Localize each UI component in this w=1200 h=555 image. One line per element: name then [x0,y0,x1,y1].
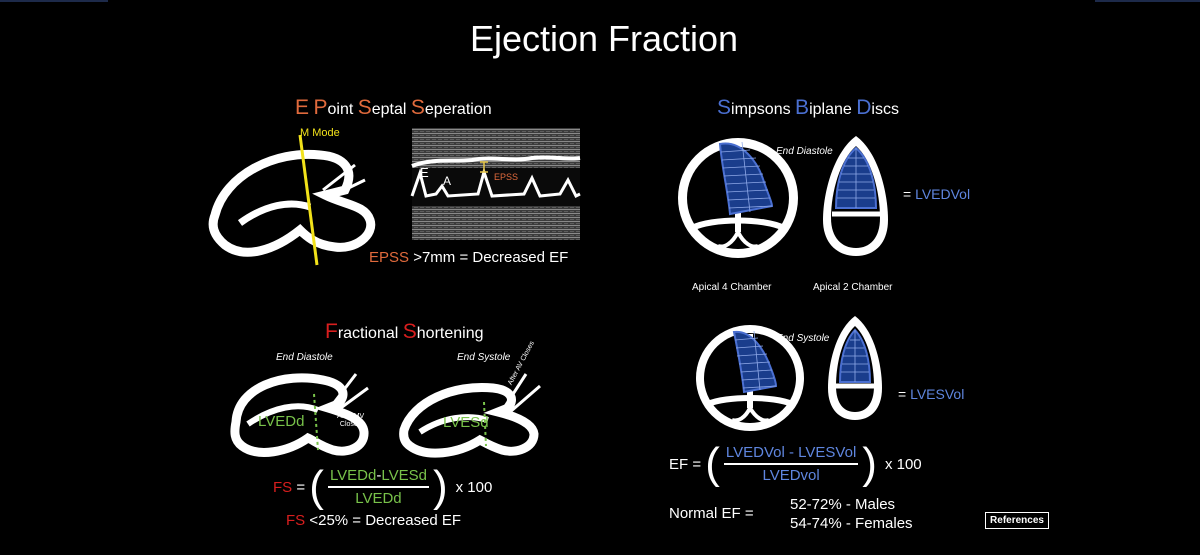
mmode-trace-image [410,128,581,240]
simpson-end-diastole-label: End Diastole [776,146,833,157]
fs-criterion-rest: <25% = Decreased EF [305,512,462,529]
fs-formula-lhs: FS [273,478,293,496]
fs-numerator-b: LVESd [381,467,427,484]
fs-numerator-a: LVEDd [329,467,377,484]
lvesvol-label: LVESVol [910,386,965,402]
simpson-heading-rest-1: iplane [809,101,857,118]
lvedvol-equals: = [903,186,916,202]
ef-formula-lhs: EF = [669,455,706,473]
apical2-systole-heart [828,316,882,420]
simpson-heading-letter-s: S [717,96,732,119]
fs-heading: Fractional Shortening [325,320,483,344]
simpson-heading-letter-d: D [856,96,872,119]
trace-e-label: E [420,165,429,180]
trace-epss-label: EPSS [494,172,519,182]
epss-heading: E Point Septal Seperation [295,96,492,120]
after-mv-closes-label: After MV Closes [337,413,364,429]
lvedd-label: LVEDd [258,413,305,430]
fs-heading-letter-f: F [325,320,338,343]
simpson-heading: Simpsons Biplane Discs [717,96,899,120]
ef-formula: EF = ( LVEDVol - LVESVol LVEDvol ) x 100 [669,442,922,486]
lvesvol-equals: = [898,386,911,402]
lvedvol-label: LVEDVol [915,186,971,202]
normal-ef-females: 54-74% - Females [790,515,913,532]
after-mv-line1: After MV [337,413,365,420]
simpson-heading-letter-b: B [795,96,810,119]
after-mv-line2: Closes [339,421,362,428]
fs-heading-letter-s: S [402,320,417,343]
trace-a-label: A [443,174,452,188]
plax-heart-diagram [208,134,376,266]
apical4-label: Apical 4 Chamber [692,282,772,293]
apical4-diastole-heart [678,138,798,258]
ef-numerator: LVEDVol - LVESVol [725,444,857,461]
epss-heading-letter-p: P [313,96,328,119]
epss-heading-letter-s2: S [410,96,425,119]
ef-formula-left-paren: ( [705,439,720,488]
ef-fraction-bar [723,463,859,465]
simpson-end-systole-label: End Systole [776,333,830,344]
fs-formula-numerator: LVEDd-LVESd [328,467,429,486]
ef-formula-right-paren: ) [862,439,877,488]
top-right-accent [1095,0,1200,2]
apical2-systole-discs [838,328,872,383]
ef-formula-fraction: LVEDVol - LVESVol LVEDvol [720,444,862,484]
lvedvol-eq: = LVEDVol [903,186,970,202]
fs-numerator-minus: - [376,467,382,484]
epss-criterion: EPSS >7mm = Decreased EF [369,249,568,266]
end-diastole-heart [230,373,369,457]
fs-criterion: FS <25% = Decreased EF [286,512,461,529]
epss-heading-rest-2: eptal [371,101,411,118]
fs-end-systole-label: End Systole [457,352,511,363]
lvesvol-eq: = LVESVol [898,386,964,402]
fs-formula-left-paren: ( [309,462,324,511]
fs-formula-right-paren: ) [432,462,448,511]
normal-ef-males: 52-72% - Males [790,496,896,513]
top-left-accent [0,0,108,2]
fs-end-diastole-label: End Diastole [276,352,333,363]
apical2-label: Apical 2 Chamber [813,282,893,293]
ef-denominator: LVEDvol [762,467,820,484]
apical2-diastole-discs [834,146,878,209]
apical2-diastole-heart [823,136,888,256]
fs-heading-rest-0: ractional [337,325,403,342]
fs-denominator: LVEDd [355,490,402,507]
epss-heading-rest-3: eperation [424,101,492,118]
apical4-systole-heart [696,325,804,431]
apical4-diastole-discs [718,141,774,216]
epss-criterion-key: EPSS [369,249,410,266]
fs-formula: FS = ( LVEDd-LVESd LVEDd ) x 100 [273,465,492,509]
fs-formula-multiplier: x 100 [455,478,493,496]
end-systole-heart [399,373,541,458]
simpson-heading-rest-2: iscs [871,101,899,118]
ef-formula-multiplier: x 100 [884,455,922,473]
fs-criterion-key: FS [286,512,306,529]
apical4-systole-discs [732,330,778,394]
normal-ef-label: Normal EF = [669,505,754,522]
references-button[interactable]: References [985,512,1049,529]
epss-heading-letter-e: E [295,96,310,119]
fs-formula-fraction: LVEDd-LVESd LVEDd [324,467,433,507]
page-title: Ejection Fraction [469,18,739,59]
epss-heading-letter-s1: S [357,96,372,119]
fs-formula-eq: = [292,478,310,496]
epss-criterion-rest: >7mm = Decreased EF [409,249,569,266]
fs-fraction-bar [327,486,429,488]
epss-heading-rest-1: oint [327,101,358,118]
simpson-heading-rest-0: impsons [731,101,796,118]
fs-heading-rest-1: hortening [416,325,484,342]
mmode-label: M Mode [300,127,340,139]
lvesd-label: LVESd [443,414,489,431]
